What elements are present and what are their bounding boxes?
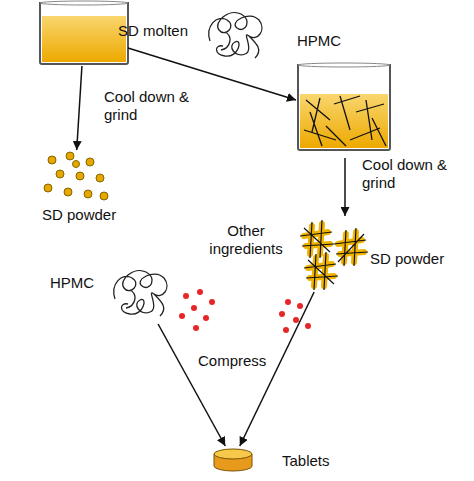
illustrated-item: HPMC <box>203 4 267 62</box>
flow-arrow <box>158 324 225 446</box>
illustrated-item: SD powder <box>40 150 110 204</box>
item-label: SD molten <box>118 22 208 40</box>
particle <box>44 184 52 192</box>
molten-liquid <box>300 94 388 148</box>
particle <box>193 325 199 331</box>
particle <box>86 158 94 166</box>
illustrated-item: SD molten <box>38 0 130 66</box>
illustrated-item: Tablets <box>212 446 254 474</box>
particle <box>203 315 209 321</box>
particle <box>76 172 84 180</box>
composite-particle <box>304 252 338 290</box>
ingredient-particles <box>179 289 311 333</box>
particle <box>84 190 92 198</box>
particle <box>64 188 72 196</box>
illustrated-item: SD powder <box>294 218 370 292</box>
tablet <box>214 449 252 471</box>
item-label: HPMC <box>50 274 106 292</box>
item-label: Tablets <box>282 452 352 470</box>
particle <box>179 313 185 319</box>
particle <box>283 327 289 333</box>
particle <box>66 152 74 160</box>
composite-particle <box>334 228 368 266</box>
flow-arrow <box>77 66 82 150</box>
item-label: Other ingredients <box>200 222 292 258</box>
polymer-strands <box>304 252 338 290</box>
hpmc-polymer <box>209 13 262 58</box>
powder-particles <box>44 152 108 200</box>
item-label: SD powder <box>370 250 460 268</box>
flow-arrow <box>344 158 346 216</box>
hpmc-polymer <box>114 271 167 316</box>
step-note: Compress <box>198 352 298 370</box>
flow-arrow <box>240 292 314 446</box>
polymer-network <box>304 96 386 146</box>
particle <box>191 305 197 311</box>
particle <box>73 161 80 168</box>
mixed-beaker <box>298 63 390 150</box>
item-label: SD powder <box>42 206 132 224</box>
beaker-rim <box>40 1 128 5</box>
beaker-rim <box>298 63 390 67</box>
item-label: HPMC <box>297 32 357 50</box>
polymer-strands <box>334 228 368 266</box>
particle <box>209 299 215 305</box>
particle <box>197 289 203 295</box>
particle <box>297 303 303 309</box>
particle <box>285 299 291 305</box>
particle <box>100 192 108 200</box>
polymer-strands <box>300 220 334 258</box>
particle <box>56 170 64 178</box>
composite-particle <box>300 220 334 258</box>
particle <box>183 293 189 299</box>
particle-body <box>304 224 330 254</box>
molten-liquid <box>42 16 126 62</box>
illustrated-item: HPMC <box>108 262 174 324</box>
molten-beaker <box>40 1 128 64</box>
step-note: Cool down & grind <box>362 156 462 192</box>
particle <box>293 317 299 323</box>
particle-body <box>308 256 334 286</box>
illustrated-item: Other ingredients <box>178 222 314 334</box>
beaker-glass <box>298 64 390 150</box>
beaker-glass <box>40 2 128 64</box>
tablet-top <box>214 449 252 459</box>
edge-label: Cool down & grind <box>104 88 204 124</box>
particle <box>305 323 311 329</box>
particle <box>96 174 104 182</box>
composite-particles <box>300 220 368 290</box>
particle <box>48 156 56 164</box>
particle <box>279 311 285 317</box>
